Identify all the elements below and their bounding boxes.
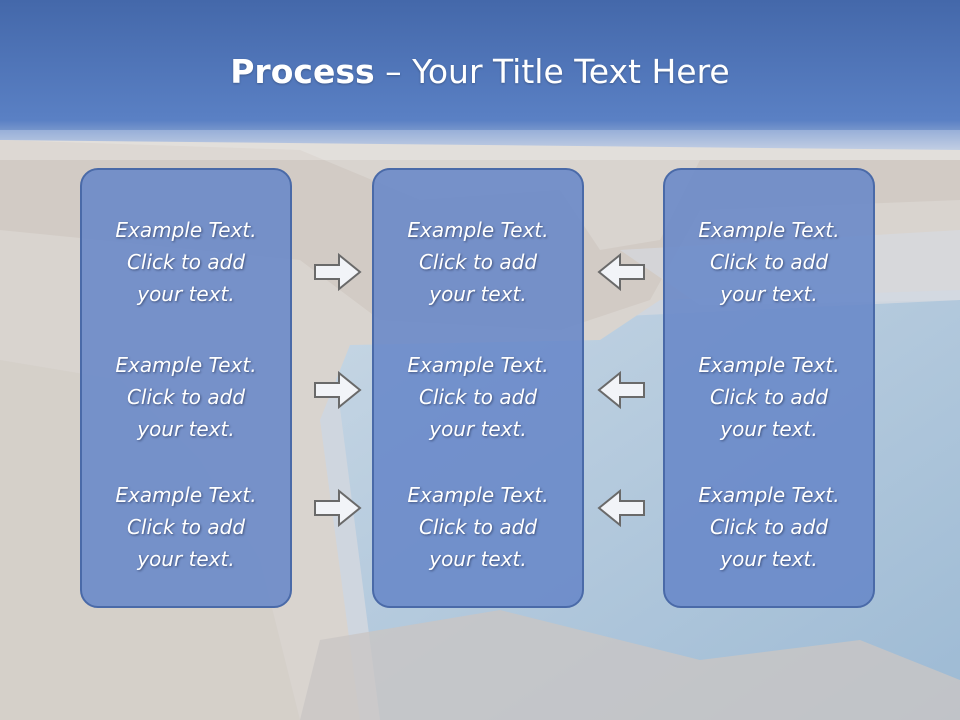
text-line: Click to add: [709, 385, 829, 409]
text-line: your text.: [429, 547, 527, 571]
text-line: your text.: [137, 282, 235, 306]
text-line: your text.: [720, 417, 818, 441]
text-line: Click to add: [418, 385, 538, 409]
text-line: your text.: [429, 417, 527, 441]
text-line: your text.: [429, 282, 527, 306]
slide-title: Process – Your Title Text Here: [0, 52, 960, 91]
text-line: Example Text.: [115, 218, 257, 242]
text-line: Click to add: [418, 250, 538, 274]
text-line: your text.: [137, 547, 235, 571]
text-placeholder[interactable]: Example Text. Click to add your text.: [82, 479, 290, 575]
text-line: Click to add: [418, 515, 538, 539]
text-line: Click to add: [709, 515, 829, 539]
text-placeholder[interactable]: Example Text. Click to add your text.: [374, 349, 582, 445]
left-arrow-icon: [597, 488, 645, 528]
text-line: Example Text.: [115, 483, 257, 507]
text-placeholder[interactable]: Example Text. Click to add your text.: [374, 214, 582, 310]
text-placeholder[interactable]: Example Text. Click to add your text.: [82, 349, 290, 445]
text-line: Example Text.: [407, 353, 549, 377]
text-placeholder[interactable]: Example Text. Click to add your text.: [665, 214, 873, 310]
text-line: Click to add: [709, 250, 829, 274]
text-line: your text.: [720, 547, 818, 571]
text-line: Click to add: [126, 515, 246, 539]
process-column-1: Example Text. Click to add your text. Ex…: [80, 168, 292, 608]
title-bold: Process: [230, 52, 375, 91]
text-line: Click to add: [126, 385, 246, 409]
process-column-3: Example Text. Click to add your text. Ex…: [663, 168, 875, 608]
right-arrow-icon: [314, 252, 362, 292]
text-line: Example Text.: [698, 218, 840, 242]
text-line: your text.: [137, 417, 235, 441]
text-line: your text.: [720, 282, 818, 306]
text-placeholder[interactable]: Example Text. Click to add your text.: [374, 479, 582, 575]
right-arrow-icon: [314, 370, 362, 410]
text-line: Example Text.: [115, 353, 257, 377]
left-arrow-icon: [597, 370, 645, 410]
text-line: Click to add: [126, 250, 246, 274]
process-column-2: Example Text. Click to add your text. Ex…: [372, 168, 584, 608]
text-placeholder[interactable]: Example Text. Click to add your text.: [82, 214, 290, 310]
text-line: Example Text.: [698, 483, 840, 507]
text-line: Example Text.: [407, 483, 549, 507]
title-rest: – Your Title Text Here: [374, 52, 730, 91]
text-placeholder[interactable]: Example Text. Click to add your text.: [665, 479, 873, 575]
left-arrow-icon: [597, 252, 645, 292]
text-placeholder[interactable]: Example Text. Click to add your text.: [665, 349, 873, 445]
right-arrow-icon: [314, 488, 362, 528]
text-line: Example Text.: [407, 218, 549, 242]
text-line: Example Text.: [698, 353, 840, 377]
